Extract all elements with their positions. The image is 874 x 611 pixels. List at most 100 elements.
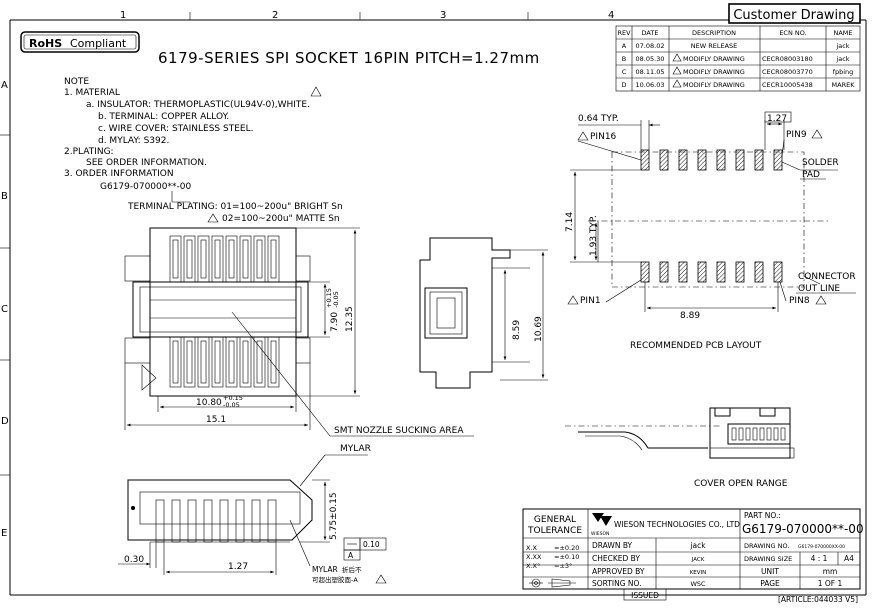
revision-triangle-icon <box>375 574 387 584</box>
note-heading: NOTE <box>64 77 89 87</box>
dim-7-90-tol-dn: -0.05 <box>332 291 340 308</box>
rev-header-name: NAME <box>833 29 852 37</box>
rev-b-name: jack <box>835 55 849 63</box>
note-line: b. TERMINAL: COPPER ALLOY. <box>98 112 229 122</box>
tol-xxx-key: X.XX <box>526 553 542 561</box>
dim-8-59: 8.59 <box>512 320 522 340</box>
sorting-value: WSC <box>690 580 706 588</box>
projection-symbol-icon <box>529 578 576 588</box>
dim-10-80: 10.80 <box>196 398 222 408</box>
solder-pad-label-1: SOLDER <box>802 158 839 168</box>
company-logo: WIESON <box>591 513 612 537</box>
pin16-label: PIN16 <box>590 132 617 142</box>
part-no-value: G6179-070000**-00 <box>742 522 864 536</box>
rev-a-date: 07.08.02 <box>636 42 665 50</box>
scale-value: 4 : 1 <box>811 554 828 563</box>
pcb-pads-lower <box>640 261 783 283</box>
article-ref: [ARTICLE:044033 V5] <box>778 595 858 604</box>
side-view: 8.59 10.69 <box>419 237 548 389</box>
cover-open-caption: COVER OPEN RANGE <box>694 479 788 489</box>
rev-header-rev: REV <box>617 29 631 37</box>
checked-by-label: CHECKED BY <box>592 554 640 563</box>
top-terminals-lower <box>169 336 280 388</box>
svg-text:WIESON: WIESON <box>591 531 609 537</box>
note-line: c. WIRE COVER: STAINLESS STEEL. <box>98 124 253 134</box>
mylar-label-top: MYLAR <box>340 444 371 454</box>
rev-d-name: MAREK <box>832 81 856 89</box>
rev-c-ecn: CECR08003770 <box>762 68 813 76</box>
pin1-label: PIN1 <box>580 296 601 306</box>
dim-15-1: 15.1 <box>206 415 226 425</box>
size-value: A4 <box>844 554 854 563</box>
dim-8-89: 8.89 <box>680 311 700 321</box>
rev-c-name: fpbing <box>833 68 854 76</box>
mylar-note-cn-1: 折后不 <box>342 565 362 574</box>
grid-row-b: B <box>1 191 8 202</box>
rev-header-date: DATE <box>642 29 659 37</box>
rohs-badge: RoHS Compliant <box>20 31 140 53</box>
revision-triangle-icon <box>815 295 827 305</box>
pcb-pads-upper <box>640 149 783 171</box>
order-code: G6179-070000**-00 <box>100 182 191 192</box>
dim-12-35: 12.35 <box>345 306 355 332</box>
tol-deg-key: X.X° <box>526 562 540 570</box>
rev-c-rev: C <box>622 68 627 76</box>
company-name: WIESON TECHNOLOGIES CO., LTD <box>614 520 740 529</box>
rev-d-desc: MODIFLY DRAWING <box>683 81 745 89</box>
tol-xx-key: X.X <box>526 544 538 552</box>
rev-a-rev: A <box>622 42 627 50</box>
grid-col-1: 1 <box>120 10 126 21</box>
part-no-label: PART NO.: <box>744 511 781 520</box>
unit-label: UNIT <box>761 567 779 576</box>
revision-triangle-icon <box>310 86 322 97</box>
drawn-by-value: jack <box>689 541 706 550</box>
rev-triangle-icon <box>672 66 682 75</box>
tol-xxx-val: =±0.10 <box>554 553 579 561</box>
page-label: PAGE <box>760 579 780 588</box>
drawing-no-label: DRAWING NO. <box>744 542 789 550</box>
rev-header-desc: DESCRIPTION <box>692 29 736 37</box>
rev-header-ecn: ECN NO. <box>779 29 806 37</box>
sorting-label: SORTING NO. <box>592 579 642 588</box>
rev-triangle-icon <box>672 53 682 62</box>
rev-d-ecn: CECR10005438 <box>762 81 813 89</box>
dim-7-90: 7.90 <box>330 312 340 332</box>
rev-b-desc: MODIFLY DRAWING <box>683 55 745 63</box>
pcb-layout-caption: RECOMMENDED PCB LAYOUT <box>630 341 762 351</box>
drawing-no-value: G6179-070000XX-00 <box>798 544 845 550</box>
dim-1-93: 1.93 TYP. <box>589 215 599 256</box>
smt-nozzle-label: SMT NOZZLE SUCKING AREA <box>334 426 464 436</box>
connector-outline-label-2: OUT LINE <box>798 284 840 294</box>
issued-stamp: ISSUED <box>631 591 659 600</box>
note-line: a. INSULATOR: THERMOPLASTIC(UL94V-0),WHI… <box>86 100 310 110</box>
note-line: SEE ORDER INFORMATION. <box>86 158 207 168</box>
front-terminals <box>155 499 277 543</box>
note-line: d. MYLAY: S392. <box>98 136 169 146</box>
top-view: 10.80 +0.15 -0.05 15.1 7.90 +0.15 -0.05 … <box>124 227 474 437</box>
mylar-note-cn-2: 可超出塑胶面-A <box>312 575 358 584</box>
drawing-size-label: DRAWING SIZE <box>744 555 792 563</box>
dim-5-75: 5.75±0.15 <box>329 492 339 540</box>
rev-b-rev: B <box>622 55 626 63</box>
grid-row-d: D <box>1 416 9 427</box>
dim-10-80-tol-up: +0.15 <box>223 394 243 402</box>
page-title: 6179-SERIES SPI SOCKET 16PIN PITCH=1.27m… <box>158 49 540 67</box>
tol-deg-val: =±3° <box>554 562 572 570</box>
dim-10-80-tol-dn: -0.05 <box>223 401 240 409</box>
approved-by-label: APPROVED BY <box>592 567 645 576</box>
unit-value: mm <box>823 567 838 576</box>
flatness-value: 0.10 <box>363 540 380 549</box>
revision-triangle-icon <box>811 129 823 139</box>
mylar-label-bottom: MYLAR <box>312 565 338 574</box>
pcb-layout: 0.64 TYP. 1.27 PIN16 PIN9 PIN1 PIN8 SOLD… <box>565 111 856 351</box>
rev-d-rev: D <box>621 81 626 89</box>
tol-xx-val: =±0.20 <box>554 544 579 552</box>
revision-triangle-icon <box>207 213 219 223</box>
pin8-label: PIN8 <box>789 296 810 306</box>
tolerance-title-2: TOLERANCE <box>527 526 582 536</box>
note-line: 02=100~200u" MATTE Sn <box>222 214 340 224</box>
dim-7-90-tol-up: +0.15 <box>325 288 333 308</box>
connector-outline-label-1: CONNECTOR <box>798 272 856 282</box>
